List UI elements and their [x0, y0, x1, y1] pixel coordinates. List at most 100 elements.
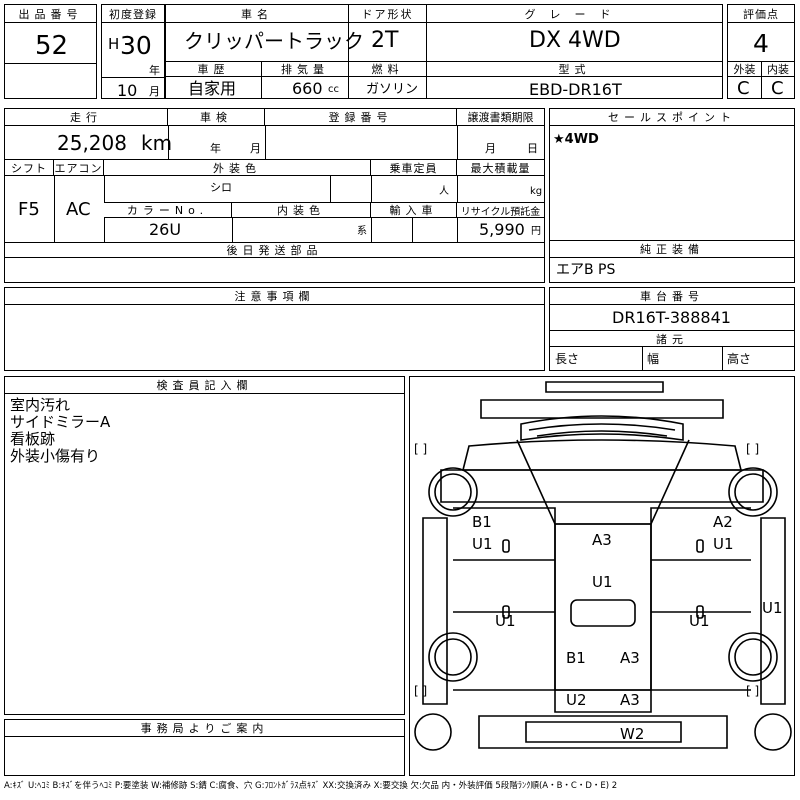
era: H: [108, 35, 120, 53]
capacity-label: 乗車定員: [371, 160, 457, 176]
equipment-box: 純正装備 エアB PS: [549, 240, 795, 283]
reg-month-unit: 月: [149, 85, 160, 98]
sales-point-box: セールスポイント ★4WD: [549, 108, 795, 241]
shift-label: シフト: [5, 160, 54, 176]
transfer-day-unit: 日: [527, 142, 538, 155]
mark-a2: A2: [713, 513, 733, 531]
car-name-box: 車名 クリッパートラック: [165, 4, 364, 62]
inspection-label: 車検: [168, 109, 265, 126]
score: 4: [753, 29, 769, 58]
mark-a3-top: A3: [592, 531, 612, 549]
color-no-label: カラーNo.: [104, 203, 232, 218]
color-no: 26U: [149, 220, 182, 239]
later-parts-label: 後日発送部品: [5, 243, 544, 258]
mark-u1-center: U1: [592, 573, 613, 591]
displacement: 660: [292, 79, 323, 98]
door-box: ドア形状 2T: [348, 4, 427, 62]
model: EBD-DR16T: [529, 80, 622, 99]
fuel-box: 燃料 ガソリン: [348, 61, 427, 99]
equipment-label: 純正装備: [550, 241, 794, 258]
mileage-unit: km: [141, 131, 173, 155]
grade: DX 4WD: [529, 28, 621, 53]
inspector-line-1: 室内汚れ: [10, 396, 71, 414]
ac: AC: [66, 199, 91, 220]
inspector-line-3: 看板跡: [10, 430, 56, 448]
exterior-grade-box: 外装 C: [727, 61, 762, 99]
mark-u1-left: U1: [472, 535, 493, 553]
reg-year-unit: 年: [149, 64, 160, 77]
history-box: 車歴 自家用: [165, 61, 262, 99]
mileage: 25,208: [57, 131, 127, 155]
mark-u1-right: U1: [713, 535, 734, 553]
grade-box: グレード DX 4WD: [426, 4, 723, 62]
car-name-label: 車名: [166, 5, 348, 23]
mark-u1-far-right: U1: [762, 599, 783, 617]
office-box: 事務局よりご案内: [4, 719, 405, 776]
ac-label: エアコン: [54, 160, 104, 176]
notes-box: 注意事項欄: [4, 287, 545, 371]
bracket-right: [ ]: [746, 442, 760, 456]
inspector-line-4: 外装小傷有り: [10, 447, 101, 465]
lot-label: 出品番号: [5, 5, 96, 23]
fuel-label: 燃料: [349, 62, 426, 77]
legend: A:ｷｽﾞ U:ﾍｺﾐ B:ｷｽﾞを伴うﾍｺﾐ P:要塗装 W:補修跡 S:錆 …: [4, 781, 618, 791]
transfer-month-unit: 月: [485, 142, 496, 155]
score-box: 評価点 4: [727, 4, 795, 62]
displacement-box: 排気量 660 cc: [261, 61, 349, 99]
regno-label: 登録番号: [265, 109, 457, 126]
car-name: クリッパートラック: [184, 29, 364, 53]
model-box: 型式 EBD-DR16T: [426, 61, 723, 99]
history: 自家用: [188, 79, 237, 98]
inspector-box: 検査員記入欄 室内汚れ サイドミラーA 看板跡 外装小傷有り: [4, 376, 405, 715]
ext-color: シロ: [210, 181, 232, 194]
chassis-label: 車台番号: [550, 288, 794, 305]
mark-u2: U2: [566, 691, 587, 709]
first-registration-box: 初度登録 H 30 年 10 月: [101, 4, 165, 99]
bracket-left-bottom: [ ]: [414, 684, 428, 698]
exterior-grade: C: [737, 78, 750, 99]
sales-point-text: ★4WD: [553, 132, 599, 147]
width-label: 幅: [647, 352, 660, 366]
length-label: 長さ: [555, 352, 580, 366]
import-label: 輸入車: [371, 203, 457, 218]
int-color-unit: 系: [357, 226, 367, 237]
mark-w2: W2: [620, 725, 645, 743]
reg-month: 10: [117, 81, 138, 100]
model-label: 型式: [427, 62, 722, 77]
chassis-box: 車台番号 DR16T-388841 諸元 長さ 幅 高さ: [549, 287, 795, 371]
equipment-text: エアB PS: [556, 262, 616, 278]
interior-grade-box: 内装 C: [761, 61, 795, 99]
inspection-month-unit: 月: [250, 142, 261, 155]
bracket-left: [ ]: [414, 442, 428, 456]
fuel: ガソリン: [366, 82, 419, 97]
damage-diagram: [ ] [ ] [ ] [ ] B1 U1 A3 A2 U1 U1 U1 U1 …: [409, 376, 795, 776]
office-label: 事務局よりご案内: [5, 720, 404, 737]
recycle-unit: 円: [531, 226, 541, 237]
door-type: 2T: [371, 28, 399, 53]
height-label: 高さ: [727, 352, 752, 366]
inspector-line-2: サイドミラーA: [10, 413, 111, 431]
mark-b1-bed: B1: [566, 649, 586, 667]
door-label: ドア形状: [349, 5, 426, 23]
exterior-grade-label: 外装: [728, 62, 761, 77]
bracket-right-bottom: [ ]: [746, 684, 760, 698]
mark-b1: B1: [472, 513, 492, 531]
capacity-unit: 人: [439, 186, 449, 197]
ext-color-label: 外装色: [104, 160, 371, 176]
truck-outline: [414, 381, 792, 751]
lot-box: 出品番号 52: [4, 4, 97, 99]
mark-u1-bottom-left: U1: [495, 612, 516, 630]
mark-a3-rear: A3: [620, 691, 640, 709]
first-registration-label: 初度登録: [102, 5, 164, 23]
interior-grade: C: [771, 78, 784, 99]
displacement-label: 排気量: [262, 62, 348, 77]
notes-label: 注意事項欄: [5, 288, 544, 305]
mark-a3-bed: A3: [620, 649, 640, 667]
chassis-number: DR16T-388841: [612, 308, 731, 327]
inspection-year-unit: 年: [210, 142, 221, 155]
sales-point-label: セールスポイント: [550, 109, 794, 126]
recycle-amount: 5,990: [479, 220, 525, 239]
inspector-label: 検査員記入欄: [5, 377, 404, 394]
max-load-label: 最大積載量: [457, 160, 544, 176]
mileage-label: 走行: [5, 109, 168, 126]
